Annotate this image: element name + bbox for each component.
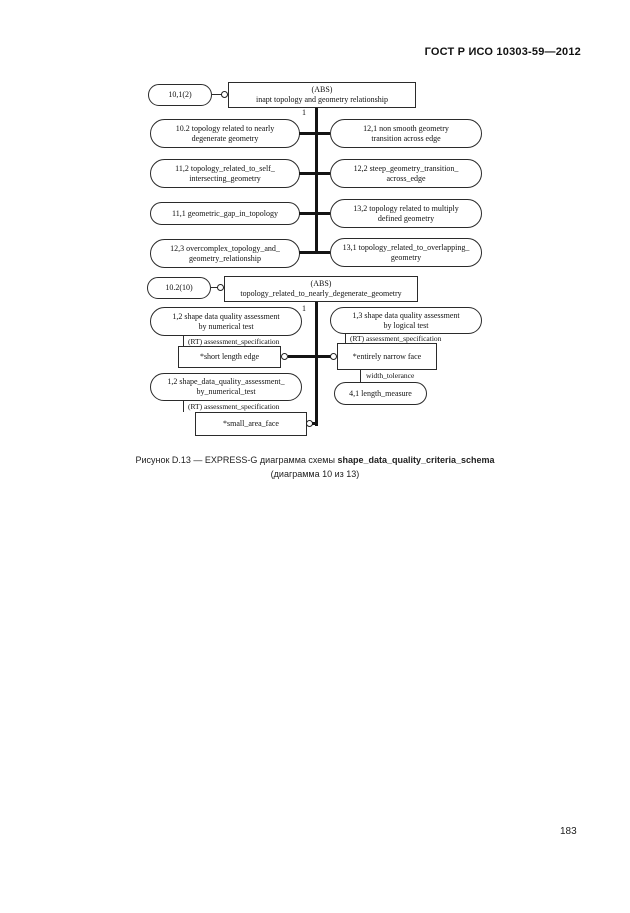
page-number: 183 <box>560 826 577 837</box>
page-ref-oval-non-smooth: 12,1 non smooth geometry transition acro… <box>330 119 482 148</box>
figure-caption-line1: Рисунок D.13 — EXPRESS-G диаграмма схемы… <box>0 453 630 467</box>
schema-name: shape_data_quality_criteria_schema <box>337 455 495 465</box>
attribute-line <box>183 336 184 346</box>
page-ref-oval-10-1-2: 10,1(2) <box>148 84 212 106</box>
oval-numerical-assessment-bottom: 1,2 shape_data_quality_assessment_ by_nu… <box>150 373 302 401</box>
page-ref-oval-geometric-gap: 11,1 geometric_gap_in_topology <box>150 202 300 225</box>
page-ref-oval-steep-transition: 12,2 steep_geometry_transition_ across_e… <box>330 159 482 188</box>
page-ref-oval-overcomplex: 12,3 overcomplex_topology_and_ geometry_… <box>150 239 300 268</box>
subtype-stub <box>318 251 330 254</box>
standard-header: ГОСТ Р ИСО 10303-59—2012 <box>424 46 581 58</box>
connector-line <box>212 94 222 95</box>
subtype-stub <box>318 132 330 135</box>
cardinality-label: 1 <box>302 304 306 313</box>
oval-numerical-assessment-top: 1,2 shape data quality assessment by num… <box>150 307 302 336</box>
rt-assessment-specification-label: (RT) assessment_specification <box>350 334 442 343</box>
supertype-spine <box>315 108 318 254</box>
subtype-stub <box>299 212 315 215</box>
subtype-stub <box>318 355 331 358</box>
entity-box-small-area-face: *small_area_face <box>195 412 307 436</box>
subtype-stub <box>288 355 315 358</box>
connector-circle <box>281 353 288 360</box>
figure-caption-prefix: Рисунок D.13 — EXPRESS-G диаграмма схемы <box>135 455 338 465</box>
abs-entity-box-nearly-degenerate: (ABS) topology_related_to_nearly_degener… <box>224 276 418 302</box>
connector-line <box>211 287 219 288</box>
subtype-stub <box>318 172 330 175</box>
abs-entity-box-inapt-topology: (ABS) inapt topology and geometry relati… <box>228 82 416 108</box>
subtype-stub <box>299 172 315 175</box>
subtype-stub <box>299 132 315 135</box>
page-ref-oval-self-intersecting: 11,2 topology_related_to_self_ intersect… <box>150 159 300 188</box>
page-ref-oval-nearly-degenerate: 10.2 topology related to nearly degenera… <box>150 119 300 148</box>
entity-box-short-length-edge: *short length edge <box>178 346 281 368</box>
subtype-stub <box>299 251 315 254</box>
subtype-stub <box>312 422 318 425</box>
connector-circle <box>221 91 228 98</box>
oval-logical-assessment: 1,3 shape data quality assessment by log… <box>330 307 482 334</box>
page-ref-oval-overlapping: 13,1 topology_related_to_overlapping_ ge… <box>330 238 482 267</box>
figure-caption: Рисунок D.13 — EXPRESS-G диаграмма схемы… <box>0 453 630 481</box>
attribute-line <box>183 401 184 412</box>
cardinality-label: 1 <box>302 108 306 117</box>
attribute-line <box>360 370 361 382</box>
supertype-spine <box>315 302 318 426</box>
page-ref-oval-10-2-10: 10.2(10) <box>147 277 211 299</box>
page-ref-oval-multiply-defined: 13,2 topology related to multiply define… <box>330 199 482 228</box>
connector-circle <box>330 353 337 360</box>
oval-length-measure: 4,1 length_measure <box>334 382 427 405</box>
attribute-line <box>345 334 346 343</box>
connector-circle <box>217 284 224 291</box>
entity-box-entirely-narrow-face: *entirely narrow face <box>337 343 437 370</box>
rt-assessment-specification-label: (RT) assessment_specification <box>188 337 280 346</box>
width-tolerance-label: width_tolerance <box>366 371 415 380</box>
subtype-stub <box>318 212 330 215</box>
rt-assessment-specification-label: (RT) assessment_specification <box>188 402 280 411</box>
figure-caption-line2: (диаграмма 10 из 13) <box>270 469 360 479</box>
